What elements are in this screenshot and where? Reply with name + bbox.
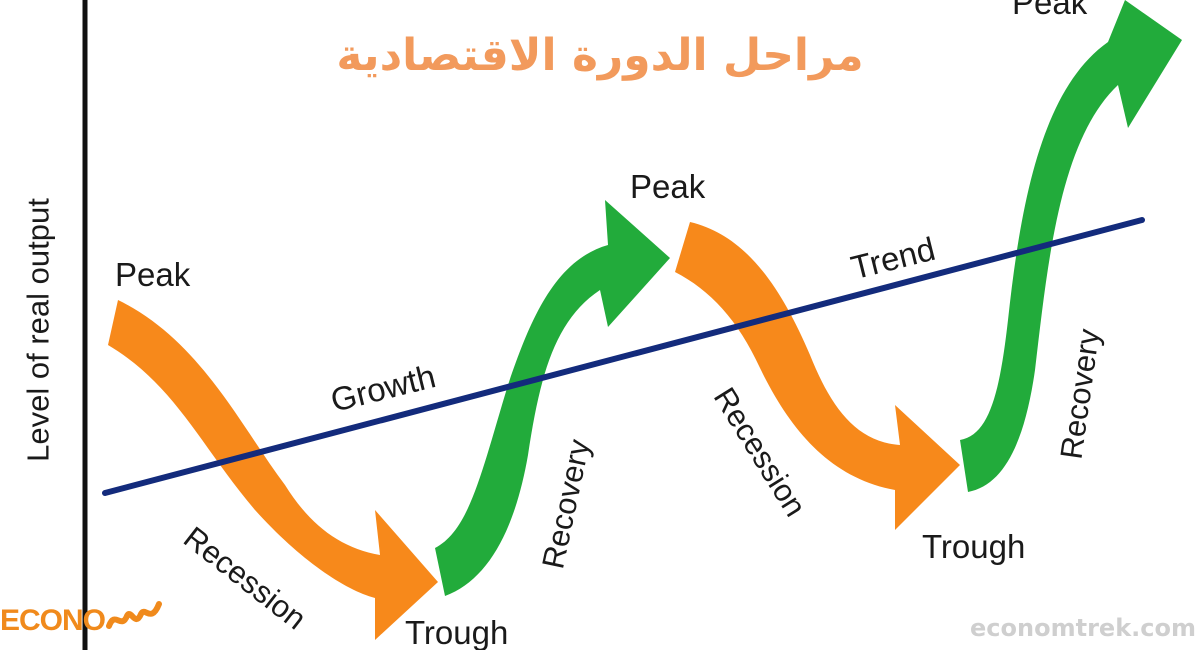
- brand-logo-text: ECONO: [0, 604, 106, 637]
- label-trough-2: Trough: [922, 528, 1026, 565]
- trend-line: [102, 217, 1145, 496]
- label-peak-2: Peak: [630, 168, 706, 205]
- label-peak-1: Peak: [115, 256, 191, 293]
- recovery-arrow-1: [435, 200, 670, 596]
- recovery-arrow-2: [960, 0, 1182, 492]
- y-axis-label: Level of real output: [20, 198, 56, 462]
- brand-logo: ECONO: [0, 596, 165, 636]
- recession-arrow-1: [108, 300, 438, 640]
- site-watermark: economtrek.com: [970, 614, 1196, 642]
- label-trough-1: Trough: [405, 614, 509, 650]
- brand-logo-mark-icon: [106, 601, 163, 629]
- diagram-title: مراحل الدورة الاقتصادية: [336, 30, 864, 81]
- recession-arrow-2: [675, 222, 960, 530]
- label-peak-3: Peak: [1012, 0, 1088, 21]
